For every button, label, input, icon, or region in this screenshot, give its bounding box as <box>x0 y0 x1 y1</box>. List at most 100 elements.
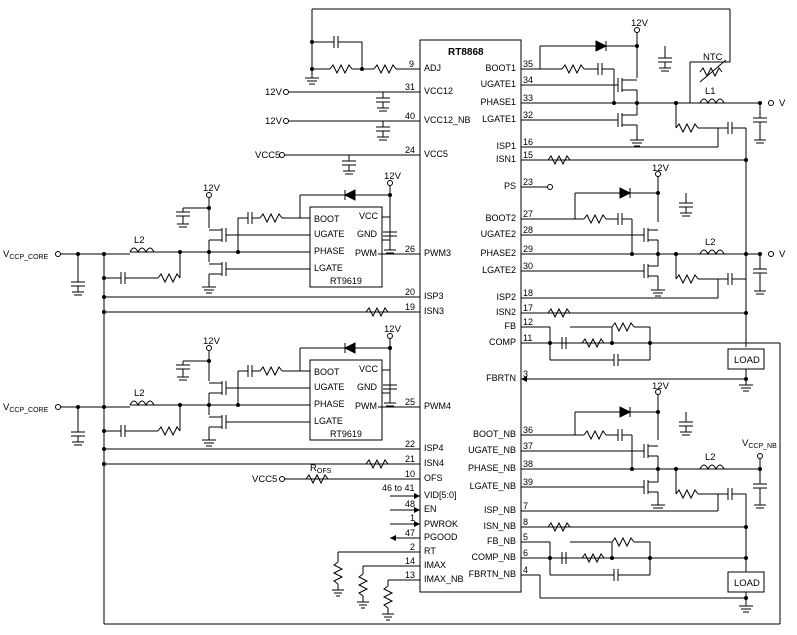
driver1-l2-label: L2 <box>134 235 145 246</box>
right-pin-stubs <box>521 68 780 576</box>
pin-num-48: 48 <box>405 499 415 509</box>
pin-num-7: 7 <box>523 501 528 511</box>
pin-num-36: 36 <box>523 425 533 435</box>
adj-network <box>305 8 731 85</box>
vcc12-input: 12V 12V VCC5 <box>255 87 390 175</box>
pin-label-vid: VID[5:0] <box>424 490 457 500</box>
pin-label-pwm3: PWM3 <box>424 248 451 258</box>
driver2-pin-lgate: LGATE <box>314 416 343 426</box>
pin-num-6: 6 <box>523 548 528 558</box>
rt9619-driver-2-body <box>309 359 383 441</box>
driver2-l2-label: L2 <box>134 388 145 399</box>
pin-label-vcc5: VCC5 <box>424 149 448 159</box>
pin-num-2: 2 <box>410 542 415 552</box>
pin-num-30: 30 <box>523 261 533 271</box>
driver1-stage <box>60 185 400 318</box>
pin-label-fbrtn-nb: FBRTN_NB <box>469 569 516 579</box>
pin-label-vcc12-nb: VCC12_NB <box>424 115 471 125</box>
pin-label-lgate1: LGATE1 <box>482 114 516 124</box>
vcc12-label: 12V <box>265 87 283 98</box>
vcc5-label: VCC5 <box>255 150 280 161</box>
driver1-name: RT9619 <box>330 276 362 286</box>
vccp-core-label-2: VCCP_CORE <box>3 402 49 414</box>
vccp-nb-label: VCCP_NB <box>742 438 777 450</box>
pin-label-isn-nb: ISN_NB <box>483 521 516 531</box>
pin-label-isn4: ISN4 <box>424 458 444 468</box>
ntc-label: NTC <box>703 52 723 63</box>
driver2-name: RT9619 <box>330 429 362 439</box>
pin-label-lgate-nb: LGATE_NB <box>470 481 516 491</box>
pin-num-24: 24 <box>405 145 415 155</box>
pin-num-47: 47 <box>405 528 415 538</box>
driver1-pin-vcc: VCC <box>359 211 379 221</box>
rofs-label: ROFS <box>310 463 332 475</box>
load-bottom-label: LOAD <box>734 578 760 589</box>
load-bottom-ground <box>739 592 753 613</box>
pin-label-ugate1: UGATE1 <box>481 79 516 89</box>
pin-num-19: 19 <box>405 302 415 312</box>
pin-num-35: 35 <box>523 59 533 69</box>
pin-label-isp2: ISP2 <box>496 292 516 302</box>
ps-terminal <box>547 184 553 190</box>
pin-label-lgate2: LGATE2 <box>482 265 516 275</box>
driver2-pin-pwm: PWM <box>355 401 377 411</box>
pin-num-10: 10 <box>405 469 415 479</box>
rt8868-left-pin-labels: ADJ VCC12 VCC12_NB VCC5 PWM3 ISP3 ISN3 P… <box>424 63 471 584</box>
pin-label-vcc12: VCC12 <box>424 86 453 96</box>
rt8868-left-pin-numbers: 9 31 40 24 26 20 19 25 22 21 10 46 to 41… <box>382 59 415 580</box>
pin-label-ps: PS <box>504 181 516 191</box>
pin-label-phase-nb: PHASE_NB <box>468 463 516 473</box>
nb-stage <box>539 394 767 599</box>
nb-l2-label: L2 <box>705 452 716 463</box>
pin-label-ofs: OFS <box>424 473 443 483</box>
driver2-pin-gnd: GND <box>357 382 378 392</box>
pin-label-en: EN <box>424 504 437 514</box>
pin-num-28: 28 <box>523 225 533 235</box>
pin-label-ugate2: UGATE2 <box>481 229 516 239</box>
phase2-12v-label: 12V <box>652 163 670 174</box>
pin-label-fb-nb: FB_NB <box>487 536 516 546</box>
pin-num-37: 37 <box>523 441 533 451</box>
pin-num-9: 9 <box>409 59 414 69</box>
pin-label-pwrok: PWROK <box>424 519 458 529</box>
pin-num-26: 26 <box>405 244 415 254</box>
fbrtn-arrow <box>521 376 527 382</box>
phase1-stage <box>539 30 767 166</box>
pin-num-12: 12 <box>523 317 533 327</box>
pin-num-14: 14 <box>405 556 415 566</box>
pin-num-33: 33 <box>523 93 533 103</box>
phase2-vout-label: V <box>779 249 786 260</box>
pin-label-isp4: ISP4 <box>424 443 444 453</box>
driver2-12v-vcc-label: 12V <box>384 324 402 335</box>
pin-label-imax: IMAX <box>424 560 446 570</box>
pin-label-pgood: PGOOD <box>424 532 458 542</box>
pin-num-18: 18 <box>523 288 533 298</box>
pin-num-15: 15 <box>523 150 533 160</box>
driver2-pin-phase: PHASE <box>314 399 345 409</box>
pin-num-38: 38 <box>523 459 533 469</box>
pin-num-34: 34 <box>523 75 533 85</box>
driver2-pin-vcc: VCC <box>359 364 379 374</box>
vcc12-nb-label: 12V <box>265 116 283 127</box>
pin-label-isn2: ISN2 <box>496 307 516 317</box>
driver1-pin-phase: PHASE <box>314 246 345 256</box>
driver1-pin-gnd: GND <box>357 229 378 239</box>
pin-label-phase2: PHASE2 <box>480 248 516 258</box>
driver2-12v-fet-label: 12V <box>203 336 221 347</box>
pin-label-isp3: ISP3 <box>424 291 444 301</box>
driver1-pin-pwm: PWM <box>355 248 377 258</box>
vccp-core-label-1: VCCP_CORE <box>3 249 49 261</box>
pin-num-8: 8 <box>523 517 528 527</box>
pin-num-40: 40 <box>405 111 415 121</box>
pin-label-comp-nb: COMP_NB <box>471 552 516 562</box>
pin-num-3: 3 <box>523 369 528 379</box>
pin-label-isp1: ISP1 <box>496 141 516 151</box>
pin-label-phase1: PHASE1 <box>480 97 516 107</box>
pin-label-boot-nb: BOOT_NB <box>473 429 516 439</box>
pin-num-22: 22 <box>405 439 415 449</box>
pin-num-39: 39 <box>523 477 533 487</box>
phase2-stage <box>547 176 767 319</box>
pin-label-comp: COMP <box>489 337 516 347</box>
